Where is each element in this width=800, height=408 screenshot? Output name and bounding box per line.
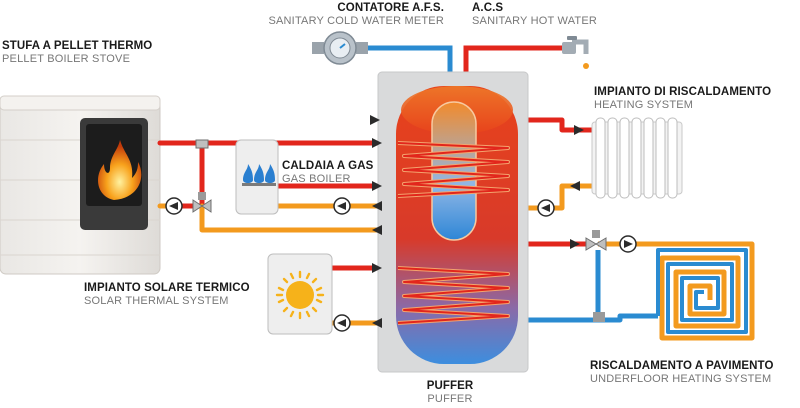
solar-subtitle: SOLAR THERMAL SYSTEM [84, 295, 229, 307]
puffer-label: PUFFER PUFFER [410, 380, 490, 406]
gas-flame-icon [242, 164, 276, 186]
puffer-title: PUFFER [426, 380, 474, 392]
solar-label: IMPIANTO SOLARE TERMICO SOLAR THERMAL SY… [84, 282, 250, 308]
gas-boiler [235, 139, 279, 215]
underfloor-subtitle: UNDERFLOOR HEATING SYSTEM [590, 373, 772, 385]
flame-icon [98, 140, 142, 200]
puffer-subtitle: PUFFER [427, 393, 473, 405]
solar-panel [267, 253, 333, 335]
cold-meter-title: CONTATORE A.F.S. [337, 2, 444, 14]
pellet-stove-subtitle: PELLET BOILER STOVE [2, 53, 131, 65]
sun-icon [275, 270, 325, 320]
underfloor-title: RISCALDAMENTO A PAVIMENTO [590, 360, 774, 372]
water-meter-icon [312, 31, 368, 65]
gas-boiler-title: CALDAIA A GAS [282, 160, 374, 172]
hot-water-title: A.C.S [472, 2, 504, 14]
flow-arrows [370, 115, 584, 328]
tap-icon [562, 36, 589, 69]
hot-water-label: A.C.S SANITARY HOT WATER [472, 2, 597, 28]
cold-meter-label: CONTATORE A.F.S. SANITARY COLD WATER MET… [264, 2, 444, 28]
underfloor-label: RISCALDAMENTO A PAVIMENTO UNDERFLOOR HEA… [590, 360, 774, 386]
three-way-valve-icon [192, 139, 607, 322]
cold-meter-subtitle: SANITARY COLD WATER METER [268, 15, 444, 27]
pellet-stove [0, 95, 161, 275]
gas-boiler-subtitle: GAS BOILER [282, 173, 351, 185]
heating-subtitle: HEATING SYSTEM [594, 99, 694, 111]
heating-label: IMPIANTO DI RISCALDAMENTO HEATING SYSTEM [594, 86, 771, 112]
solar-title: IMPIANTO SOLARE TERMICO [84, 282, 250, 294]
pellet-stove-title: STUFA A PELLET THERMO [2, 40, 153, 52]
pellet-stove-label: STUFA A PELLET THERMO PELLET BOILER STOV… [2, 40, 152, 66]
pump-icon [165, 197, 637, 332]
puffer-tank [377, 71, 529, 373]
radiator-icon [591, 117, 683, 199]
gas-boiler-label: CALDAIA A GAS GAS BOILER [282, 160, 373, 186]
hot-water-subtitle: SANITARY HOT WATER [472, 15, 598, 27]
underfloor-spiral [656, 241, 755, 341]
heating-title: IMPIANTO DI RISCALDAMENTO [594, 86, 772, 98]
